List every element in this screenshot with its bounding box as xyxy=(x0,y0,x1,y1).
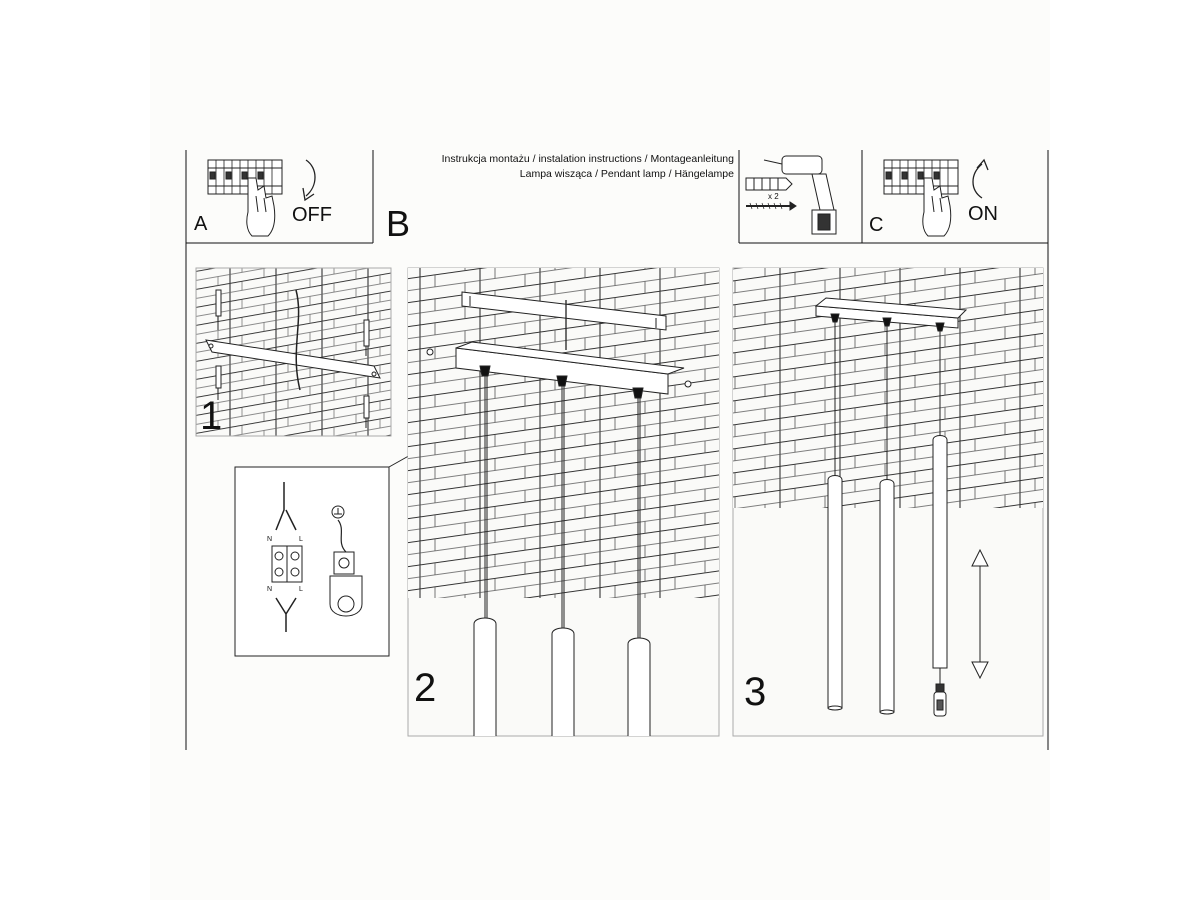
step3-panel xyxy=(732,267,1044,737)
step2-panel xyxy=(407,267,720,737)
wire-neutral-bottom-label: N xyxy=(267,586,273,593)
frame-lines xyxy=(185,150,1049,750)
screw-icon xyxy=(746,201,797,211)
wall-plug-icon xyxy=(745,177,793,191)
step-c-letter: C xyxy=(869,214,884,236)
product-title: Lampa wisząca / Pendant lamp / Hängelamp… xyxy=(519,168,734,180)
step-a-letter: A xyxy=(194,213,208,235)
breaker-panel-on-icon xyxy=(883,159,959,237)
drill-icon xyxy=(763,155,837,235)
step-c-on-label: ON xyxy=(968,203,998,225)
arrow-down-icon xyxy=(302,159,316,202)
step-a-off-label: OFF xyxy=(292,204,332,226)
height-adjust-arrow-icon xyxy=(971,548,989,680)
step-2-number: 2 xyxy=(414,666,437,710)
step1-panel xyxy=(195,267,392,437)
breaker-panel-off-icon xyxy=(207,159,283,237)
arrow-up-icon xyxy=(972,158,989,199)
step-b-letter: B xyxy=(386,203,411,244)
wire-live-bottom-label: L xyxy=(299,586,303,593)
step-1-number: 1 xyxy=(200,394,223,438)
wire-live-top-label: L xyxy=(299,536,303,543)
tool-quantity: x 2 xyxy=(768,192,779,201)
step-3-number: 3 xyxy=(744,670,767,714)
wiring-detail xyxy=(234,369,563,657)
instructions-title: Instrukcja montażu / instalation instruc… xyxy=(441,153,734,165)
wire-neutral-top-label: N xyxy=(267,536,273,543)
